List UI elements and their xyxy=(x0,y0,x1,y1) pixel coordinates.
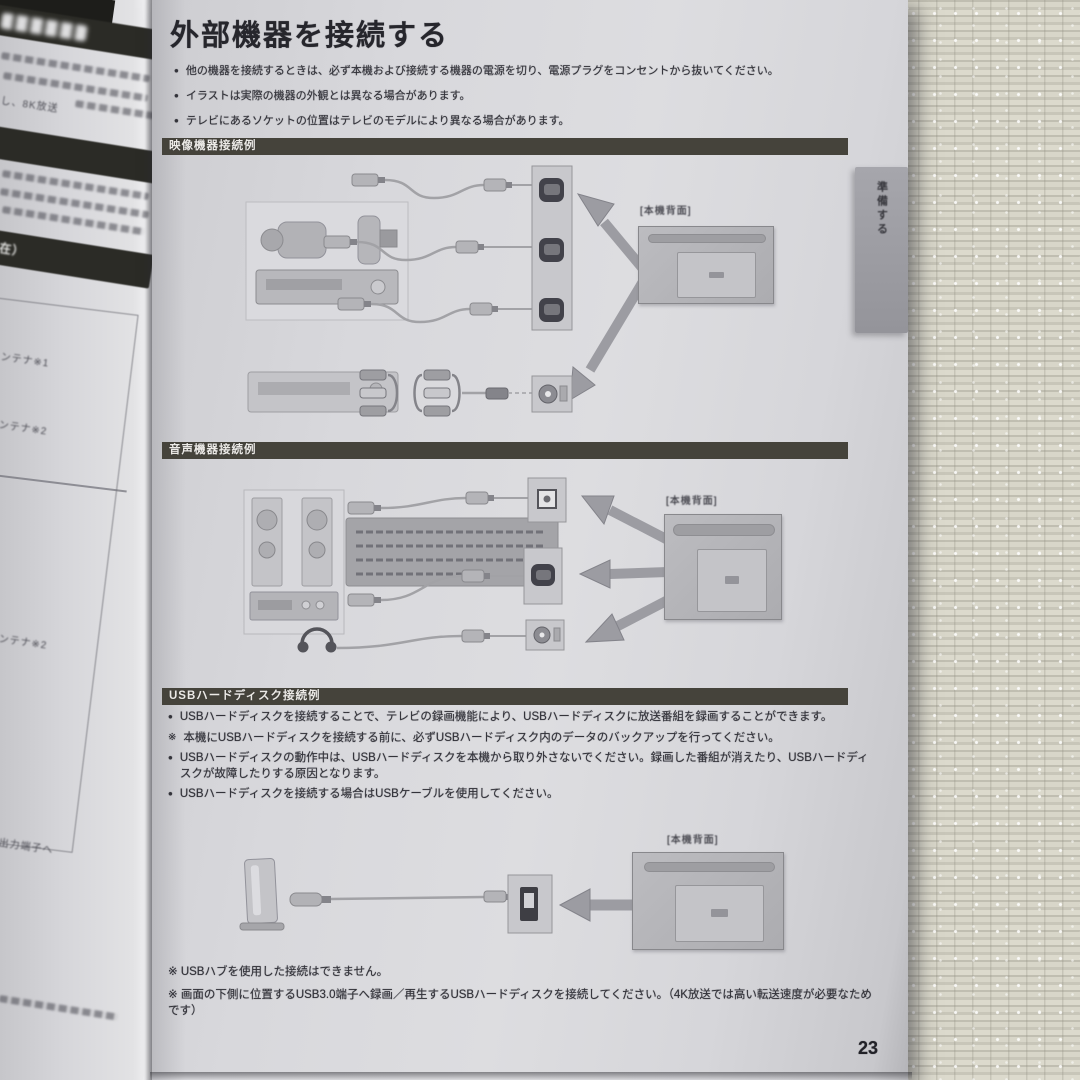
bullet-icon: ● xyxy=(168,789,173,799)
list-item: ※ 本機にUSBハードディスクを接続する前に、必ずUSBハードディスク内のデータ… xyxy=(168,731,876,747)
bullet-icon: ● xyxy=(174,115,179,125)
headphone-jack-port xyxy=(525,619,565,651)
hdmi-port-panel xyxy=(531,165,573,331)
hdmi-cable-2 xyxy=(323,235,534,262)
arrow-tv-to-hdmi-panel xyxy=(576,193,648,274)
rca-composite-cables xyxy=(359,369,532,417)
optical-audio-port xyxy=(527,477,567,523)
usb-bullet-text: 本機にUSBハードディスクを接続する前に、必ずUSBハードディスク内のデータのバ… xyxy=(183,731,780,744)
video-diagram-graphics xyxy=(245,165,649,417)
usb-bullet-text: USBハードディスクを接続する場合はUSBケーブルを使用してください。 xyxy=(179,788,559,801)
arrow-tv-to-hdmi xyxy=(578,559,669,589)
hdmi-cable-1 xyxy=(351,173,534,200)
manual-page: 外部機器を接続する ● 他の機器を接続するときは、必ず本機および接続する機器の電… xyxy=(152,0,908,1080)
hdmi-cable-3 xyxy=(337,297,534,324)
page-number: 23 xyxy=(858,1038,879,1058)
video-connection-diagram: [本機背面] xyxy=(162,158,852,436)
tv-rear-view xyxy=(638,226,774,304)
usb-bullet-text: USBハードディスクの動作中は、USBハードディスクを本機から取り外さないでくだ… xyxy=(179,752,869,780)
tv-back-panel xyxy=(697,549,767,612)
fine-print-note-box xyxy=(345,517,559,587)
usb-bullet-list: ● USBハードディスクを接続することで、テレビの録画機能により、USBハードデ… xyxy=(168,710,876,808)
list-item: ● 他の機器を接続するときは、必ず本機および接続する機器の電源を切り、電源プラグ… xyxy=(174,64,870,79)
intro-bullet-text: テレビにあるソケットの位置はテレビのモデルにより異なる場合があります。 xyxy=(185,114,570,127)
prev-text-line xyxy=(0,995,119,1021)
speaker-system-illustration xyxy=(243,489,345,635)
footnote: ※ USBハブを使用した接続はできません。 xyxy=(168,966,389,978)
tv-back-panel xyxy=(675,884,764,943)
list-item: ● USBハードディスクを接続することで、テレビの録画機能により、USBハードデ… xyxy=(168,710,876,726)
page-bottom-edge-shadow xyxy=(150,1072,912,1080)
chapter-tab: 準備する xyxy=(855,167,908,333)
page-title: 外部機器を接続する xyxy=(170,20,450,52)
headphones-icon xyxy=(297,627,337,653)
list-item: ● イラストは実際の機器の外観とは異なる場合があります。 xyxy=(174,89,870,104)
bullet-icon: ● xyxy=(174,66,179,75)
arrow-tv-to-usb-port xyxy=(558,888,640,922)
bullet-icon: ● xyxy=(174,90,179,100)
prev-text-line xyxy=(74,100,156,120)
audio-diagram-graphics xyxy=(243,477,671,653)
usb-cable xyxy=(289,890,534,907)
hdmi-audio-cable xyxy=(347,569,524,607)
tv-rear-label: [本機背面] xyxy=(640,206,692,217)
hdmi-audio-port xyxy=(523,547,563,605)
list-item: ● USBハードディスクを接続する場合はUSBケーブルを使用してください。 xyxy=(168,787,876,803)
tv-connector-slot xyxy=(710,909,729,917)
usb-diagram-graphics xyxy=(239,857,640,934)
arrow-tv-to-av-port xyxy=(569,277,649,401)
note-marker: ※ xyxy=(168,731,177,743)
optical-audio-cable xyxy=(347,491,528,515)
bullet-icon: ● xyxy=(168,753,173,763)
list-item: ● テレビにあるソケットの位置はテレビのモデルにより異なる場合があります。 xyxy=(174,114,870,129)
section-header-usb: USBハードディスク接続例 xyxy=(162,688,848,705)
usb-bullet-text: USBハードディスクを接続することで、テレビの録画機能により、USBハードディス… xyxy=(179,711,833,723)
tv-back-panel xyxy=(676,252,757,299)
tv-connector-slot xyxy=(708,271,725,278)
prev-text-fragment: し、8K放送 xyxy=(0,95,60,115)
tv-rear-view xyxy=(664,514,782,620)
tv-connector-slot xyxy=(725,575,739,585)
external-hdd-illustration xyxy=(239,857,285,931)
prev-section-bar-3: 在） xyxy=(0,230,155,289)
av-input-port xyxy=(531,375,573,413)
tv-rear-label: [本機背面] xyxy=(667,835,719,846)
usb-footnotes: ※ USBハブを使用した接続はできません。 ※ 画面の下側に位置するUSB3.0… xyxy=(168,964,878,1026)
video-devices-illustration xyxy=(245,201,409,321)
prev-bar-label-fragment: 在） xyxy=(0,240,27,259)
intro-bullet-text: イラストは実際の機器の外観とは異なる場合があります。 xyxy=(185,89,471,102)
tv-rear-label: [本機背面] xyxy=(666,496,718,507)
section-header-video: 映像機器接続例 xyxy=(162,138,848,155)
usb-port xyxy=(507,874,553,934)
arrow-tv-to-optical xyxy=(580,495,671,545)
intro-bullet-text: 他の機器を接続するときは、必ず本機および接続する機器の電源を切り、電源プラグをコ… xyxy=(185,65,779,77)
headphone-cable xyxy=(336,629,526,650)
audio-connection-diagram: [本機背面] xyxy=(162,462,852,688)
previous-page-edge: し、8K放送 在） ンテナ※1 ンテナ※2 ンテナ※2 出力端子へ xyxy=(0,0,164,1080)
tv-vent xyxy=(648,233,766,243)
footnote: ※ 画面の下側に位置するUSB3.0端子へ録画／再生するUSBハードディスクを接… xyxy=(168,988,872,1018)
tv-vent xyxy=(643,861,775,873)
chapter-tab-label: 準備する xyxy=(875,181,888,237)
list-item: ● USBハードディスクの動作中は、USBハードディスクを本機から取り外さないで… xyxy=(168,751,876,782)
usb-connection-diagram: [本機背面] xyxy=(162,835,862,970)
prev-diagram-box xyxy=(0,292,139,853)
tv-rear-view xyxy=(632,852,784,950)
section-header-audio: 音声機器接続例 xyxy=(162,442,848,459)
tv-vent xyxy=(673,524,775,536)
intro-bullet-list: ● 他の機器を接続するときは、必ず本機および接続する機器の電源を切り、電源プラグ… xyxy=(174,64,870,139)
bullet-icon: ● xyxy=(168,712,173,721)
arrow-tv-to-jack xyxy=(584,595,671,643)
